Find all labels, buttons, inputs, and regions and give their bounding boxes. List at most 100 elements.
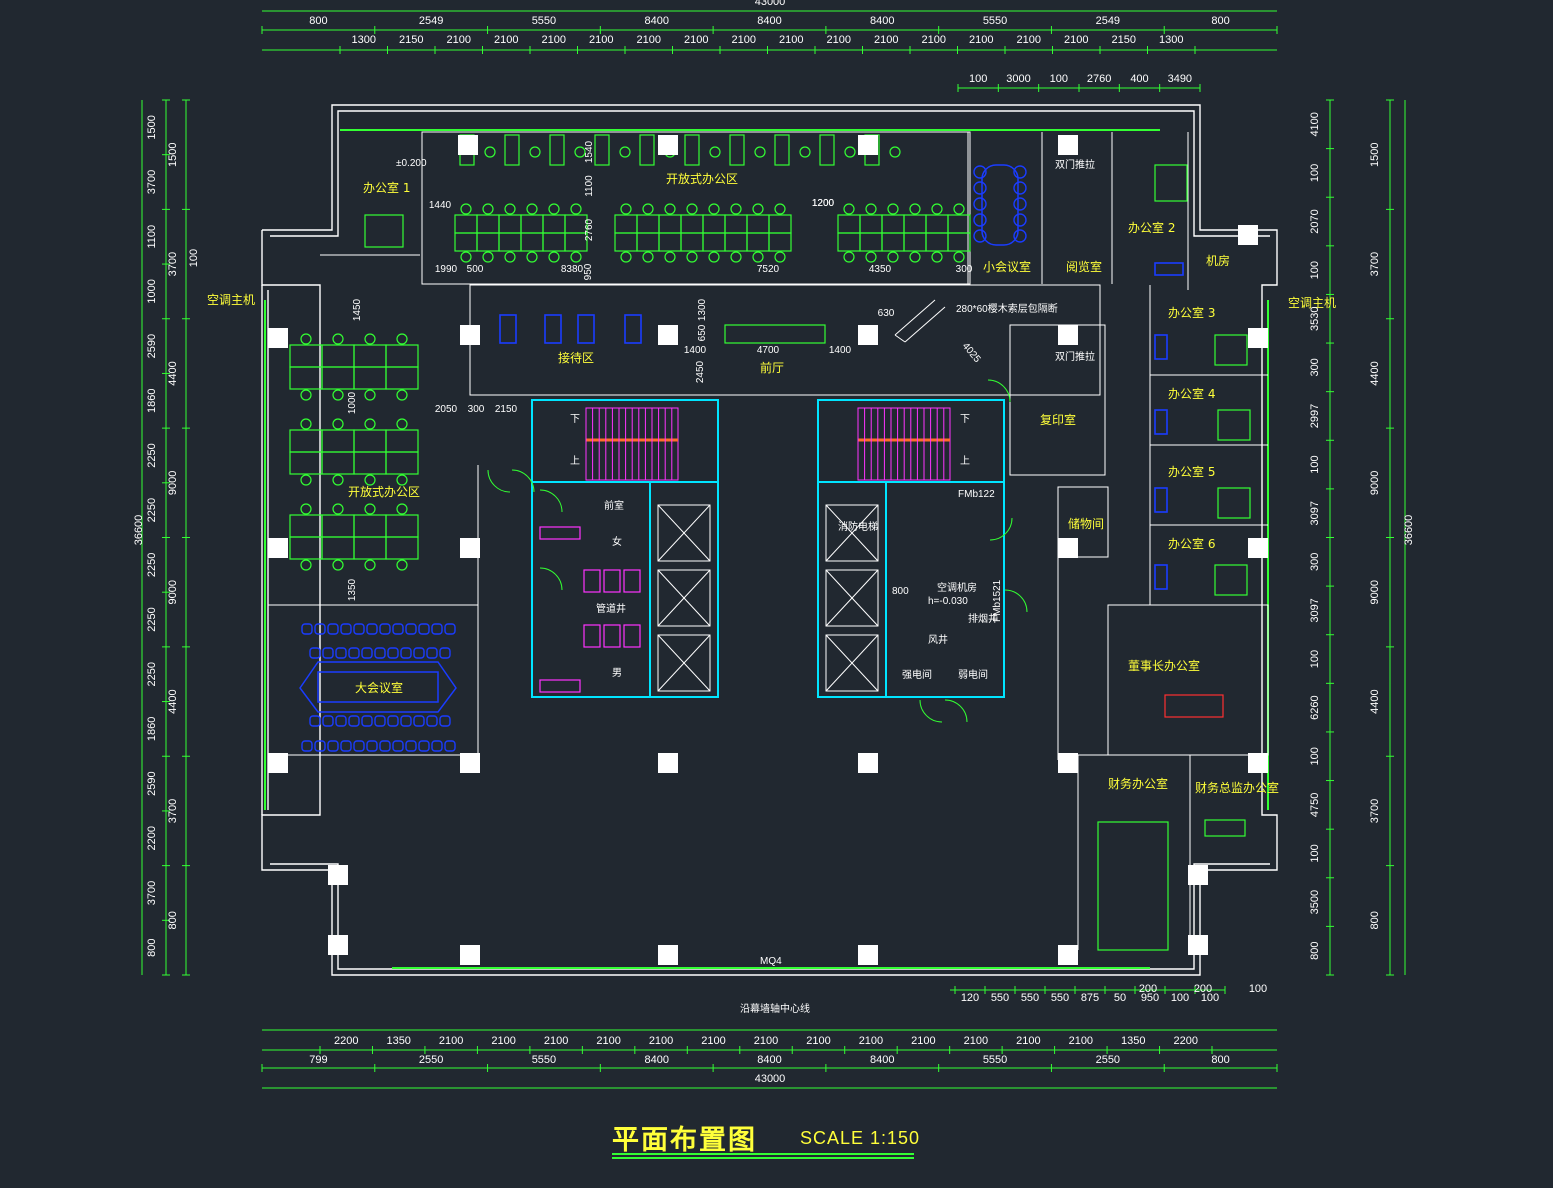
column-5 — [1248, 328, 1268, 348]
column-8 — [1058, 538, 1078, 558]
dim-bottom_dims-row3-6: 950 — [1141, 992, 1159, 1004]
anno-top-ws-4: 950 — [583, 263, 594, 280]
dim-bottom_dims-row3-8: 100 — [1201, 992, 1219, 1004]
stair-down-left: 下 — [570, 414, 580, 425]
dim-left_dims-inner-7: 2250 — [146, 498, 158, 522]
dim-top_dims-row2-5: 2100 — [589, 34, 613, 46]
dim-bottom_dims-row2-1: 2550 — [419, 1054, 443, 1066]
dim-bottom_dims-row3-0: 120 — [961, 992, 979, 1004]
room-label-chairman: 董事长办公室 — [1128, 658, 1200, 673]
dim-top_dims-row3-0: 100 — [969, 73, 987, 85]
dim-left_dims-outer-4: 9000 — [167, 580, 179, 604]
dim-left_dims-inner-0: 1500 — [146, 115, 158, 139]
dim-right_dims-inner-13: 100 — [1309, 747, 1321, 765]
anno-lobby-2: 1300 — [697, 298, 708, 321]
dim-top_dims-row2-4: 2100 — [542, 34, 566, 46]
dim-bottom_dims-row2-2: 5550 — [532, 1054, 556, 1066]
column-19 — [658, 945, 678, 965]
room-label-smoke: 排烟井 — [968, 612, 998, 625]
dim-bottom_dims-row1-11: 2100 — [911, 1035, 935, 1047]
dim-top_dims-row3-4: 400 — [1130, 73, 1148, 85]
room-label-small-meeting: 小会议室 — [983, 259, 1031, 274]
room-label-female: 女 — [612, 535, 622, 548]
dim-right_dims-outer-2: 4400 — [1369, 361, 1381, 385]
dim-right_dims-inner-6: 2997 — [1309, 404, 1321, 428]
anno-left-ws-3: 300 — [468, 404, 485, 415]
dim-top_dims-row3-3: 2760 — [1087, 73, 1111, 85]
dim-left_dims-outer-1: 3700 — [167, 252, 179, 276]
anno-left-ws-4: 2150 — [495, 404, 518, 415]
workstations-top — [454, 134, 971, 263]
column-22 — [1188, 935, 1208, 955]
dim-top_dims-row3-5: 3490 — [1168, 73, 1192, 85]
dim-left_dims-inner-14: 3700 — [146, 881, 158, 905]
anno-top-ws-0: 1440 — [429, 200, 452, 211]
room-label-office5: 办公室 5 — [1168, 464, 1215, 479]
dim-top_dims-row2-7: 2100 — [684, 34, 708, 46]
anno-lobby-6: 630 — [878, 308, 895, 319]
dim-bottom_dims-row1-0: 2200 — [334, 1035, 358, 1047]
dim-left-extra: 100 — [188, 249, 200, 267]
anno-top-ws-8: 1540 — [584, 140, 595, 163]
room-label-ac-level: h=-0.030 — [928, 596, 968, 607]
dim-bottom_dims-row1-8: 2100 — [754, 1035, 778, 1047]
dim-top_dims-row2-2: 2100 — [447, 34, 471, 46]
dim-right_dims-inner-15: 100 — [1309, 844, 1321, 862]
anno-top-ws-5: 1200 — [812, 198, 835, 209]
door-swings — [487, 379, 1028, 723]
dim-top_dims-row3-1: 3000 — [1006, 73, 1030, 85]
stair-down-right: 下 — [960, 414, 970, 425]
meeting-chairs — [301, 165, 1027, 752]
dim-bottom_dims-row2-7: 2550 — [1096, 1054, 1120, 1066]
note-door-right: 双门推拉 — [1055, 350, 1095, 363]
stair-treads — [585, 408, 945, 480]
dim-right_dims-inner-9: 300 — [1309, 553, 1321, 571]
toilet-fixtures — [539, 526, 641, 693]
room-label-ac-left: 空调主机 — [207, 293, 255, 307]
room-label-reading: 阅览室 — [1066, 259, 1102, 274]
room-label-strong: 强电间 — [902, 668, 932, 681]
anno-top-ws-1: 1990 — [435, 264, 458, 275]
dim-top_dims-row2-1: 2150 — [399, 34, 423, 46]
column-11 — [460, 753, 480, 773]
column-20 — [858, 945, 878, 965]
anno-top-ws-3: 8380 — [561, 264, 584, 275]
column-18 — [460, 945, 480, 965]
room-label-ac-room: 空调机房 — [937, 581, 977, 594]
anno-lobby-4: 4700 — [757, 345, 780, 356]
anno-top-ws-10: 1200 — [812, 198, 835, 209]
room-label-open-office-left: 开放式办公区 — [348, 484, 420, 499]
column-25 — [460, 325, 480, 345]
dim-top_dims-row1-4: 8400 — [757, 15, 781, 27]
dim-left_dims-inner-11: 1860 — [146, 717, 158, 741]
room-label-cfo: 财务总监办公室 — [1195, 780, 1279, 795]
dim-bottom_dims-row1-14: 2100 — [1069, 1035, 1093, 1047]
dim-top_dims-row2-12: 2100 — [922, 34, 946, 46]
dim-left_dims-outer-0: 1500 — [167, 142, 179, 166]
dim-bottom-extra-1: 200 — [1194, 983, 1212, 995]
note-door-fm2: FMb1521 — [992, 579, 1003, 622]
title-underline — [612, 1153, 914, 1155]
dim-overall-top: 43000 — [755, 0, 786, 8]
dim-right_dims-inner-8: 3097 — [1309, 501, 1321, 525]
stair-up-right: 上 — [960, 455, 970, 467]
room-label-machine: 机房 — [1206, 253, 1230, 268]
note-door-left: 双门推拉 — [1055, 158, 1095, 171]
dim-right_dims-inner-7: 100 — [1309, 455, 1321, 473]
dim-bottom_dims-row2-4: 8400 — [757, 1054, 781, 1066]
column-9 — [1248, 538, 1268, 558]
column-6 — [460, 538, 480, 558]
dim-left_dims-outer-3: 9000 — [167, 471, 179, 495]
dim-bottom_dims-row1-4: 2100 — [544, 1035, 568, 1047]
dim-top_dims-row1-3: 8400 — [644, 15, 668, 27]
column-2 — [858, 135, 878, 155]
anno-top-ws-11: 4350 — [869, 264, 892, 275]
dim-right_dims-outer-4: 9000 — [1369, 580, 1381, 604]
dim-overall-bottom: 43000 — [755, 1073, 786, 1085]
column-24 — [1238, 225, 1258, 245]
dim-right_dims-outer-0: 1500 — [1369, 142, 1381, 166]
dim-right_dims-outer-5: 4400 — [1369, 689, 1381, 713]
column-27 — [858, 325, 878, 345]
dim-top_dims-row1-2: 5550 — [532, 15, 556, 27]
